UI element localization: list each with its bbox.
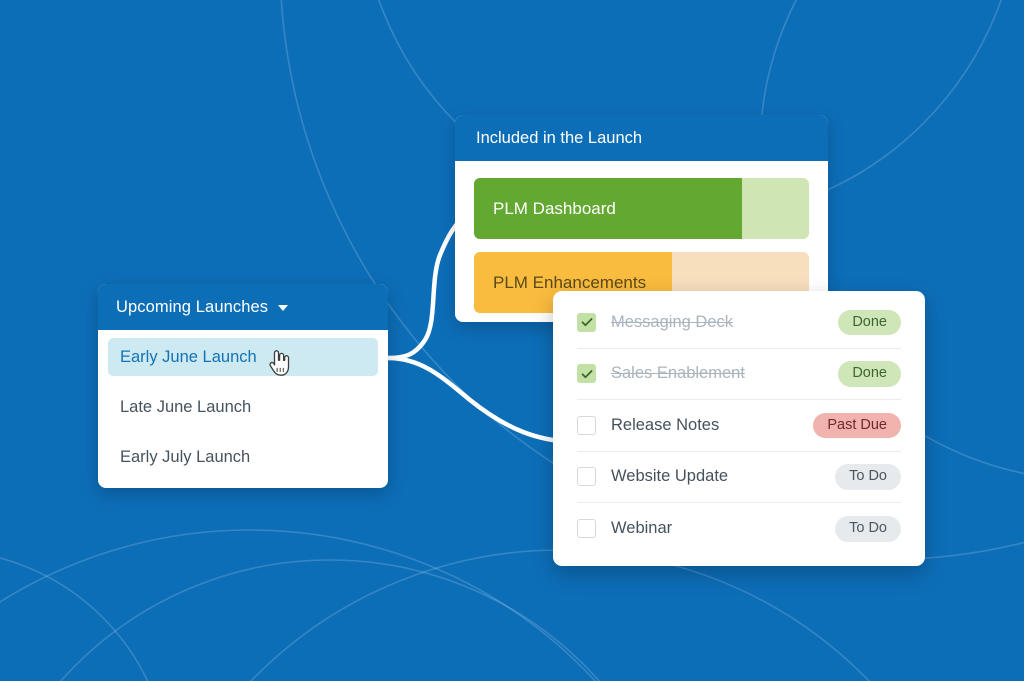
dropdown-item-early-july-launch[interactable]: Early July Launch (108, 438, 378, 476)
chevron-down-icon[interactable] (278, 305, 289, 311)
progress-label: PLM Dashboard (493, 198, 616, 218)
launch-card-body: PLM Dashboard PLM Enhancements (455, 161, 828, 313)
checklist-item-label: Sales Enablement (611, 364, 745, 383)
dropdown-item-label: Late June Launch (120, 397, 252, 416)
launch-card-header: Included in the Launch (455, 115, 828, 161)
progress-label: PLM Enhancements (493, 272, 647, 292)
checklist-row[interactable]: Sales Enablement Done (577, 349, 901, 400)
status-badge: To Do (835, 516, 901, 542)
checklist-item-label: Release Notes (611, 415, 720, 434)
checkbox-unchecked-icon[interactable] (577, 467, 596, 487)
dropdown-header[interactable]: Upcoming Launches (98, 284, 388, 330)
included-in-launch-card: Included in the Launch PLM Dashboard PLM… (455, 115, 828, 322)
status-badge: To Do (835, 464, 901, 490)
status-badge: Done (838, 361, 901, 387)
progress-fill (474, 178, 742, 239)
checklist-item-label: Webinar (611, 519, 673, 538)
dropdown-list: Early June Launch Late June Launch Early… (98, 330, 388, 476)
dropdown-item-label: Early July Launch (120, 447, 251, 466)
checkbox-unchecked-icon[interactable] (577, 415, 596, 435)
dropdown-title: Upcoming Launches (116, 297, 269, 316)
checkbox-unchecked-icon[interactable] (577, 519, 596, 539)
status-badge: Past Due (813, 412, 901, 438)
checklist-row[interactable]: Website Update To Do (577, 452, 901, 503)
status-badge: Done (838, 309, 901, 335)
launch-card-title: Included in the Launch (476, 128, 643, 147)
checklist-row[interactable]: Webinar To Do (577, 503, 901, 555)
progress-bar-plm-dashboard[interactable]: PLM Dashboard (474, 178, 809, 239)
launch-checklist-card: Messaging Deck Done Sales Enablement Don… (553, 291, 925, 566)
checkbox-checked-icon[interactable] (577, 364, 596, 384)
dropdown-item-late-june-launch[interactable]: Late June Launch (108, 388, 378, 426)
checklist-row[interactable]: Release Notes Past Due (577, 400, 901, 452)
checkbox-checked-icon[interactable] (577, 312, 596, 332)
upcoming-launches-dropdown: Upcoming Launches Early June Launch Late… (98, 284, 388, 488)
checklist-item-label: Messaging Deck (611, 312, 733, 331)
dropdown-item-early-june-launch[interactable]: Early June Launch (108, 338, 378, 376)
checklist-row[interactable]: Messaging Deck Done (577, 297, 901, 349)
dropdown-item-label: Early June Launch (120, 347, 257, 366)
checklist-item-label: Website Update (611, 467, 729, 486)
